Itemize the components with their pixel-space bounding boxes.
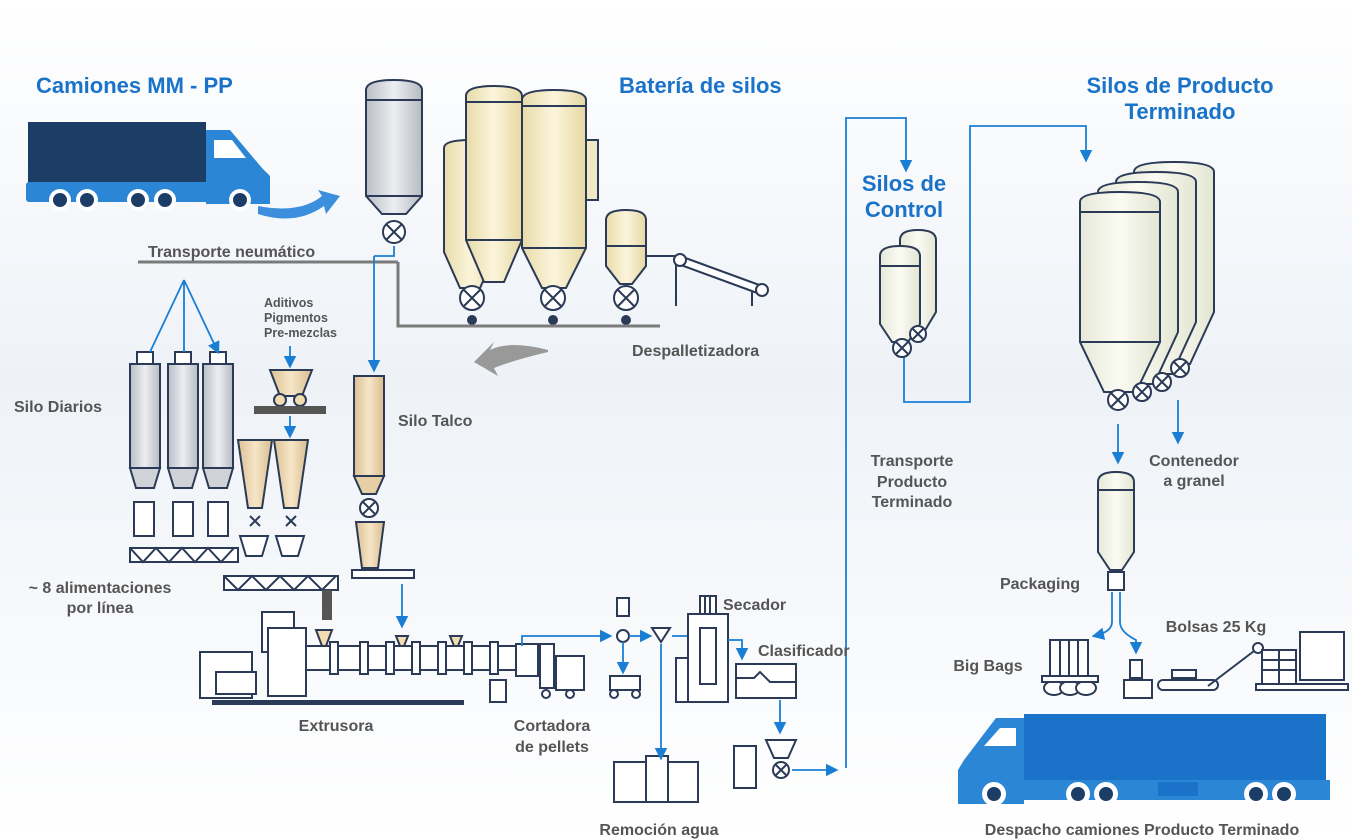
finished-transport-line [845,117,913,768]
label-bulk-line2: a granel [1163,473,1224,490]
label-premixes: Pre-mezclas [264,326,337,340]
depalletizer-conveyor [646,253,769,306]
label-additives: Aditivos [264,296,313,310]
receiving-silo [365,78,423,244]
label-feeds-line2: por línea [67,600,134,617]
label-cutter-line1: Cortadora [514,718,591,735]
label-classifier: Clasificador [758,643,850,660]
cutter-to-water-arrow [521,629,613,646]
control-silos-group [879,228,937,358]
dryer-to-classifier-arrow [728,639,749,661]
cone-feeders [223,439,339,620]
label-talc-silo: Silo Talco [398,413,473,430]
product-hopper [733,739,798,789]
label-dryer: Secador [723,597,786,614]
additives-hopper [254,369,326,414]
label-extruder: Extrusora [299,718,374,735]
label-bulk-line1: Contenedor [1149,453,1239,470]
classifier [735,663,797,699]
pellet-cutter [539,643,585,699]
dryer [675,595,729,703]
title-finished-silos-line2: Terminado [1125,99,1236,124]
packaging-to-bigbags-arrow [1091,592,1113,640]
title-silo-battery: Batería de silos [619,73,782,98]
label-pigments: Pigmentos [264,311,328,325]
finished-product-silos-group [1079,160,1215,411]
dispatch-truck-icon [958,714,1330,806]
label-big-bags: Big Bags [953,658,1022,675]
extruder [199,611,539,705]
water-removal-equipment [609,597,699,803]
label-packaging: Packaging [1000,576,1080,593]
daily-silos-group [128,351,239,564]
title-trucks-in: Camiones MM - PP [36,73,233,98]
talc-silo [351,375,415,579]
receiving-outlet-line [374,246,395,257]
label-transport-line3: Terminado [872,494,953,511]
inbound-truck-icon [26,122,270,211]
daily-silos-feed-arrows [149,279,218,352]
return-arrow-icon [474,342,548,376]
bagging-line [1123,631,1349,699]
label-daily-silos: Silo Diarios [14,399,102,416]
label-dispatch: Despacho camiones Producto Terminado [985,822,1300,839]
big-bags-icon [1041,639,1099,696]
label-transport-line1: Transporte [871,453,954,470]
label-transport-line2: Producto [877,474,947,491]
control-to-finished-line [903,125,1093,403]
inbound-arrow-icon [258,190,340,219]
pneumatic-line [396,262,660,328]
title-control-silos-line2: Control [865,197,943,222]
label-cutter-line2: de pellets [515,739,589,756]
label-water-removal: Remoción agua [599,822,718,839]
label-pneumatic-transport: Transporte neumático [148,244,315,261]
packaging-silo [1097,470,1135,591]
label-depalletizer: Despalletizadora [632,343,759,360]
packaging-to-bags-arrow [1119,592,1143,655]
label-feeds-line1: ~ 8 alimentaciones [29,580,172,597]
title-finished-silos-line1: Silos de Producto [1086,73,1273,98]
silo-battery-group [443,84,647,325]
title-control-silos-line1: Silos de [862,171,946,196]
label-bags-25kg: Bolsas 25 Kg [1166,619,1266,636]
